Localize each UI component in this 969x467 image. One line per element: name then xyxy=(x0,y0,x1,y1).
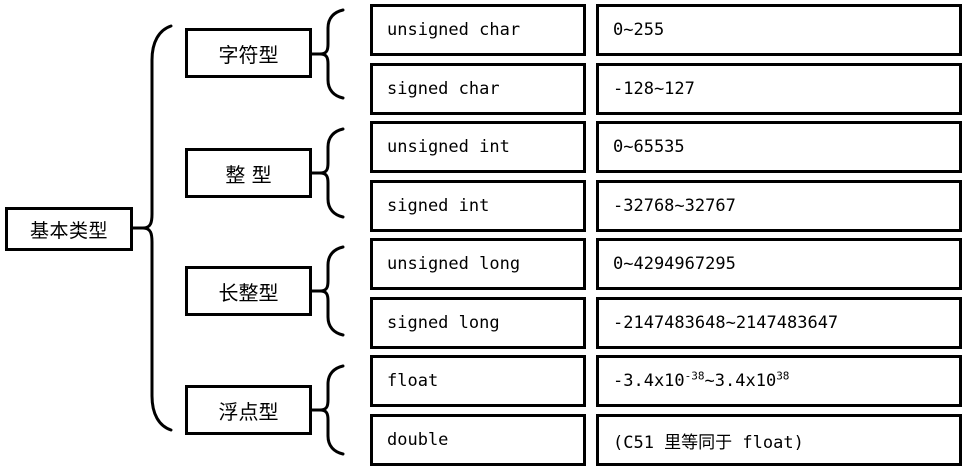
type-box: unsigned int xyxy=(370,121,586,173)
type-box: unsigned long xyxy=(370,238,586,290)
range-box: -32768~32767 xyxy=(596,180,962,232)
category-node-int: 整 型 xyxy=(185,148,312,198)
range-box: -128~127 xyxy=(596,63,962,115)
type-label: signed char xyxy=(387,79,500,99)
range-box: 0~4294967295 xyxy=(596,238,962,290)
group-brace-char xyxy=(310,8,358,100)
range-box: -3.4x10-38~3.4x1038 xyxy=(596,355,962,407)
category-node-float: 浮点型 xyxy=(185,385,312,435)
type-label: unsigned long xyxy=(387,254,521,274)
range-box: 0~65535 xyxy=(596,121,962,173)
type-label: signed int xyxy=(387,196,490,216)
category-label: 浮点型 xyxy=(218,399,279,424)
category-label: 字符型 xyxy=(218,42,279,67)
type-box: signed long xyxy=(370,297,586,349)
range-label: (C51 里等同于 float) xyxy=(613,432,804,453)
type-box: unsigned char xyxy=(370,4,586,56)
range-label: 0~255 xyxy=(613,20,665,40)
range-label: -128~127 xyxy=(613,79,695,99)
root-node-basic-types: 基本类型 xyxy=(5,207,133,251)
range-label: 0~65535 xyxy=(613,137,685,157)
type-box: signed int xyxy=(370,180,586,232)
root-node-label: 基本类型 xyxy=(29,219,108,242)
category-node-char: 字符型 xyxy=(185,28,312,78)
type-box: signed char xyxy=(370,63,586,115)
range-box: 0~255 xyxy=(596,4,962,56)
type-box: double xyxy=(370,414,586,466)
type-box: float xyxy=(370,355,586,407)
category-node-long: 长整型 xyxy=(185,266,312,316)
range-box: -2147483648~2147483647 xyxy=(596,297,962,349)
category-label: 长整型 xyxy=(218,280,279,305)
group-brace-int xyxy=(310,127,358,219)
range-label: -3.4x10-38~3.4x1038 xyxy=(613,369,790,391)
type-label: unsigned char xyxy=(387,20,521,40)
category-label: 整 型 xyxy=(225,162,272,187)
group-brace-float xyxy=(310,364,358,456)
range-label: 0~4294967295 xyxy=(613,254,736,274)
type-label: double xyxy=(387,430,449,450)
type-label: float xyxy=(387,371,439,391)
range-box: (C51 里等同于 float) xyxy=(596,414,962,466)
range-label: -32768~32767 xyxy=(613,196,736,216)
type-label: signed long xyxy=(387,313,500,333)
range-label: -2147483648~2147483647 xyxy=(613,313,839,333)
type-label: unsigned int xyxy=(387,137,510,157)
group-brace-long xyxy=(310,245,358,337)
main-brace xyxy=(131,20,189,440)
